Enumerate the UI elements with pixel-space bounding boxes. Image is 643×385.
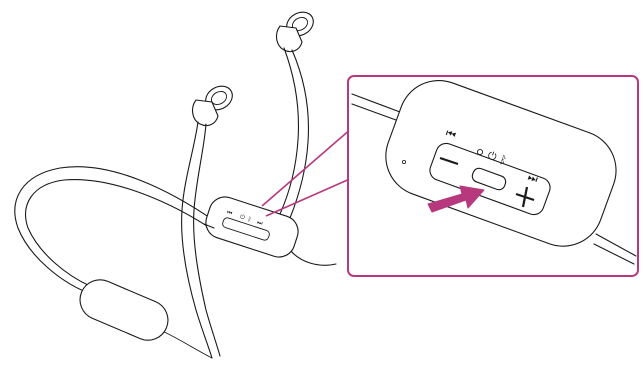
power-icon: ⏻ <box>239 213 246 221</box>
next-track-icon: ⏭ <box>256 219 264 228</box>
neckband-cable <box>14 166 217 359</box>
plus-icon <box>515 186 535 208</box>
left-earbud <box>181 85 233 359</box>
next-track-icon: ⏭ <box>526 170 540 186</box>
power-button <box>471 167 507 191</box>
right-earbud <box>275 11 337 266</box>
bluetooth-icon: ᛒ <box>247 216 253 224</box>
microphone-hole <box>401 159 406 164</box>
led-indicator <box>476 148 484 156</box>
minus-icon <box>439 156 459 166</box>
remote-control-small: ⏮ ⏻ ᛒ ⏭ <box>203 196 299 258</box>
previous-track-icon: ⏮ <box>444 126 458 142</box>
previous-track-icon: ⏮ <box>226 209 234 218</box>
press-arrow-icon <box>427 185 485 213</box>
battery-unit <box>79 279 169 341</box>
bluetooth-icon: ᛒ <box>498 153 509 167</box>
callout-box: ⏮ ⏻ ᛒ ⏭ <box>347 75 639 277</box>
callout-leader-lines <box>261 127 353 217</box>
